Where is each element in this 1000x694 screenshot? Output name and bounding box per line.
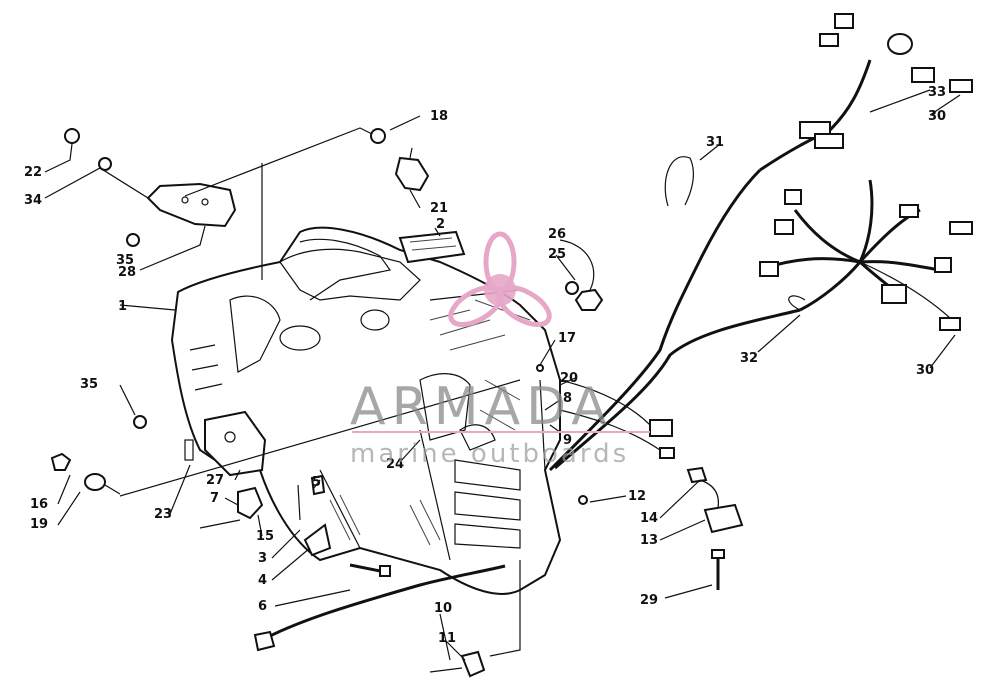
bracket-15 — [199, 486, 264, 529]
callout-14: 14 — [640, 511, 658, 526]
callout-30-lower: 30 — [916, 363, 934, 378]
callout-15: 15 — [256, 529, 274, 544]
callouts: 1 2 3 4 5 6 7 8 9 10 11 12 13 14 15 16 1… — [24, 85, 946, 646]
callout-3: 3 — [258, 551, 267, 566]
callout-25: 25 — [548, 247, 566, 262]
switch-21 — [394, 147, 430, 192]
callout-16: 16 — [30, 497, 48, 512]
lower-cable — [261, 564, 506, 642]
callout-34: 34 — [24, 193, 42, 208]
callout-8: 8 — [563, 391, 572, 406]
clip-3-4-5 — [297, 474, 332, 557]
callout-11: 11 — [438, 631, 456, 646]
callout-9: 9 — [563, 433, 572, 448]
callout-12: 12 — [628, 489, 646, 504]
knob-16 — [50, 452, 72, 471]
callout-13: 13 — [640, 533, 658, 548]
callout-7: 7 — [210, 491, 219, 506]
callout-22: 22 — [24, 165, 42, 180]
bezel-27 — [184, 410, 267, 477]
callout-10: 10 — [434, 601, 452, 616]
callout-17: 17 — [558, 331, 576, 346]
callout-26: 26 — [548, 227, 566, 242]
instrument-cover — [146, 182, 237, 228]
knob-19 — [84, 473, 121, 495]
callout-1: 1 — [118, 299, 127, 314]
callout-18: 18 — [430, 109, 448, 124]
callout-28: 28 — [118, 265, 136, 280]
callout-21: 21 — [430, 201, 448, 216]
callout-4: 4 — [258, 573, 267, 588]
leader-lines — [44, 89, 961, 661]
cable-end — [253, 630, 276, 652]
callout-23: 23 — [154, 507, 172, 522]
callout-32: 32 — [740, 351, 758, 366]
callout-6: 6 — [258, 599, 267, 614]
starter-switch — [686, 466, 744, 590]
callout-33: 33 — [928, 85, 946, 100]
callout-27: 27 — [206, 473, 224, 488]
watermark: ARMADA marine outboards — [350, 231, 650, 469]
callout-35-upper: 35 — [116, 253, 134, 268]
screw-6 — [349, 563, 391, 577]
watermark-brand: ARMADA — [350, 377, 613, 437]
wiring-harness — [548, 13, 973, 472]
washer-parts — [64, 128, 604, 505]
callout-31: 31 — [706, 135, 724, 150]
callout-2: 2 — [436, 217, 445, 232]
indicator-2 — [398, 230, 466, 264]
leader-23 — [119, 379, 521, 497]
callout-24: 24 — [386, 457, 404, 472]
callout-19: 19 — [30, 517, 48, 532]
callout-35-lower: 35 — [80, 377, 98, 392]
clip-11 — [429, 650, 486, 678]
watermark-tagline: marine outboards — [350, 439, 629, 469]
callout-20: 20 — [560, 371, 578, 386]
callout-29: 29 — [640, 593, 658, 608]
callout-30-upper: 30 — [928, 109, 946, 124]
callout-5: 5 — [312, 475, 321, 490]
